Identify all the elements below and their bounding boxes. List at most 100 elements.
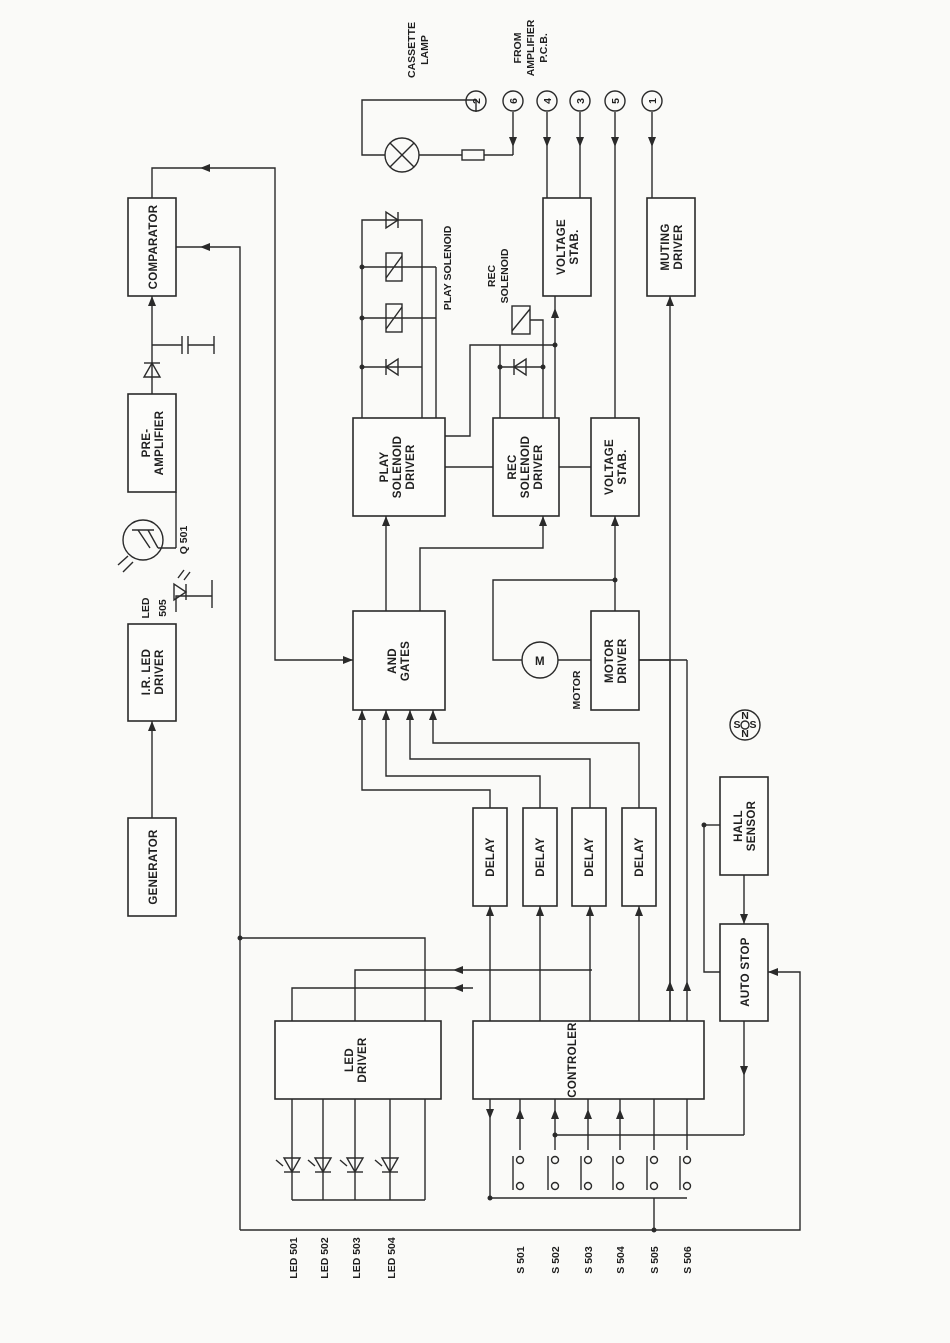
connector-6: 6 bbox=[502, 90, 524, 112]
voltage-stab-lower-block: VOLTAGE STAB. bbox=[590, 417, 640, 517]
play-solenoid-driver-label-2: SOLENOID bbox=[392, 436, 404, 498]
magnet-n2: N bbox=[741, 728, 749, 740]
led505-icon bbox=[173, 569, 213, 608]
led501-label: LED 501 bbox=[288, 1237, 300, 1279]
from-amplifier-label-3: P.C.B. bbox=[538, 33, 550, 63]
svg-text:5: 5 bbox=[610, 98, 622, 104]
ir-led-driver-label-1: I.R. LED bbox=[141, 649, 153, 696]
s503-label: S 503 bbox=[583, 1246, 595, 1274]
rec-solenoid-driver-label-1: REC bbox=[507, 454, 519, 479]
voltage-stab-upper-block: VOLTAGE STAB. bbox=[542, 197, 592, 297]
cassette-lamp-label-1: CASSETTE bbox=[406, 22, 418, 78]
hall-sensor-label-2: SENSOR bbox=[746, 800, 758, 851]
delay-block-4: DELAY bbox=[621, 807, 657, 907]
rec-solenoid-label-2: SOLENOID bbox=[499, 248, 511, 303]
capacitor-icon bbox=[181, 336, 215, 354]
connector-4: 4 bbox=[536, 90, 558, 112]
comparator-label: COMPARATOR bbox=[148, 204, 160, 289]
svg-text:3: 3 bbox=[575, 98, 587, 104]
led505-label-2: 505 bbox=[157, 599, 169, 617]
delay-block-1: DELAY bbox=[472, 807, 508, 907]
play-solenoid-driver-block: PLAY SOLENOID DRIVER bbox=[352, 417, 446, 517]
delay-label-1: DELAY bbox=[485, 837, 497, 876]
ir-led-driver-block: I.R. LED DRIVER bbox=[127, 623, 177, 722]
play-solenoid-network bbox=[384, 210, 403, 377]
motor-driver-label-2: DRIVER bbox=[617, 638, 629, 684]
from-amplifier-label-1: FROM bbox=[512, 32, 524, 63]
s504-label: S 504 bbox=[615, 1246, 627, 1274]
delay-block-3: DELAY bbox=[571, 807, 607, 907]
led504-label: LED 504 bbox=[386, 1237, 398, 1279]
voltage-stab-upper-label-2: STAB. bbox=[569, 229, 581, 264]
motor-symbol: M bbox=[535, 656, 545, 668]
and-gates-label-1: AND bbox=[387, 648, 399, 674]
svg-text:4: 4 bbox=[542, 98, 554, 104]
cassette-lamp-label-2: LAMP bbox=[419, 35, 431, 65]
pre-amplifier-label-1: PRE- bbox=[141, 429, 153, 458]
rec-solenoid-driver-label-3: DRIVER bbox=[533, 444, 545, 490]
rec-solenoid-label-1: REC bbox=[486, 264, 498, 287]
rec-solenoid-driver-block: REC SOLENOID DRIVER bbox=[492, 417, 560, 517]
arrows bbox=[148, 137, 778, 1119]
delay-label-2: DELAY bbox=[535, 837, 547, 876]
delay-block-2: DELAY bbox=[522, 807, 558, 907]
generator-block: GENERATOR bbox=[127, 817, 177, 917]
diode-icon bbox=[142, 361, 162, 378]
motor-driver-label-1: MOTOR bbox=[604, 639, 616, 683]
connector-1: 1 bbox=[641, 90, 663, 112]
delay-label-3: DELAY bbox=[584, 837, 596, 876]
magnet-n1: N bbox=[741, 710, 749, 722]
voltage-stab-lower-label-2: STAB. bbox=[617, 449, 629, 484]
generator-label: GENERATOR bbox=[148, 829, 160, 905]
connector-2: 2 bbox=[465, 90, 487, 112]
s502-label: S 502 bbox=[550, 1246, 562, 1274]
and-gates-label-2: GATES bbox=[400, 641, 412, 681]
s501-label: S 501 bbox=[515, 1246, 527, 1274]
play-solenoid-label: PLAY SOLENOID bbox=[442, 225, 454, 310]
from-amplifier-label-2: AMPLIFIER bbox=[525, 19, 537, 76]
magnet-icon: N S S N bbox=[729, 709, 761, 741]
pre-amplifier-label-2: AMPLIFIER bbox=[154, 410, 166, 475]
auto-stop-label: AUTO STOP bbox=[740, 937, 752, 1006]
q501-label: Q 501 bbox=[178, 526, 190, 555]
motor-icon: M bbox=[521, 641, 559, 679]
led-driver-label-1: LED bbox=[344, 1048, 356, 1072]
comparator-block: COMPARATOR bbox=[127, 197, 177, 297]
led-icons bbox=[275, 1157, 400, 1174]
switch-icons bbox=[512, 1155, 692, 1191]
pre-amplifier-block: PRE- AMPLIFIER bbox=[127, 393, 177, 493]
voltage-stab-upper-label-1: VOLTAGE bbox=[556, 219, 568, 275]
auto-stop-block: AUTO STOP bbox=[719, 923, 769, 1022]
s506-label: S 506 bbox=[682, 1246, 694, 1274]
controler-label: CONTROLER bbox=[567, 1022, 579, 1098]
led-driver-block: LED DRIVER bbox=[274, 1020, 442, 1100]
transistor-icon bbox=[117, 492, 177, 573]
led-driver-label-2: DRIVER bbox=[357, 1037, 369, 1083]
magnet-s2: S bbox=[749, 719, 756, 731]
wiring bbox=[151, 99, 801, 1231]
junctions bbox=[237, 264, 707, 1233]
s505-label: S 505 bbox=[649, 1246, 661, 1274]
led505-label-1: LED bbox=[140, 597, 152, 618]
play-solenoid-driver-label-3: DRIVER bbox=[405, 444, 417, 490]
and-gates-block: AND GATES bbox=[352, 610, 446, 711]
hall-sensor-label-1: HALL bbox=[733, 810, 745, 842]
motor-driver-block: MOTOR DRIVER bbox=[590, 610, 640, 711]
svg-text:2: 2 bbox=[471, 98, 483, 104]
rec-solenoid-driver-label-2: SOLENOID bbox=[520, 436, 532, 498]
led503-label: LED 503 bbox=[351, 1237, 363, 1279]
muting-driver-block: MUTING DRIVER bbox=[646, 197, 696, 297]
play-solenoid-driver-label-1: PLAY bbox=[379, 452, 391, 483]
muting-driver-label-2: DRIVER bbox=[673, 224, 685, 270]
svg-text:6: 6 bbox=[508, 98, 520, 104]
controler-block: CONTROLER bbox=[472, 1020, 705, 1100]
hall-sensor-block: HALL SENSOR bbox=[719, 776, 769, 876]
ir-led-driver-label-2: DRIVER bbox=[154, 649, 166, 695]
connector-3: 3 bbox=[569, 90, 591, 112]
lamp-icon bbox=[384, 137, 485, 173]
voltage-stab-lower-label-1: VOLTAGE bbox=[604, 439, 616, 495]
magnet-s1: S bbox=[733, 719, 740, 731]
connector-5: 5 bbox=[604, 90, 626, 112]
led502-label: LED 502 bbox=[319, 1237, 331, 1279]
